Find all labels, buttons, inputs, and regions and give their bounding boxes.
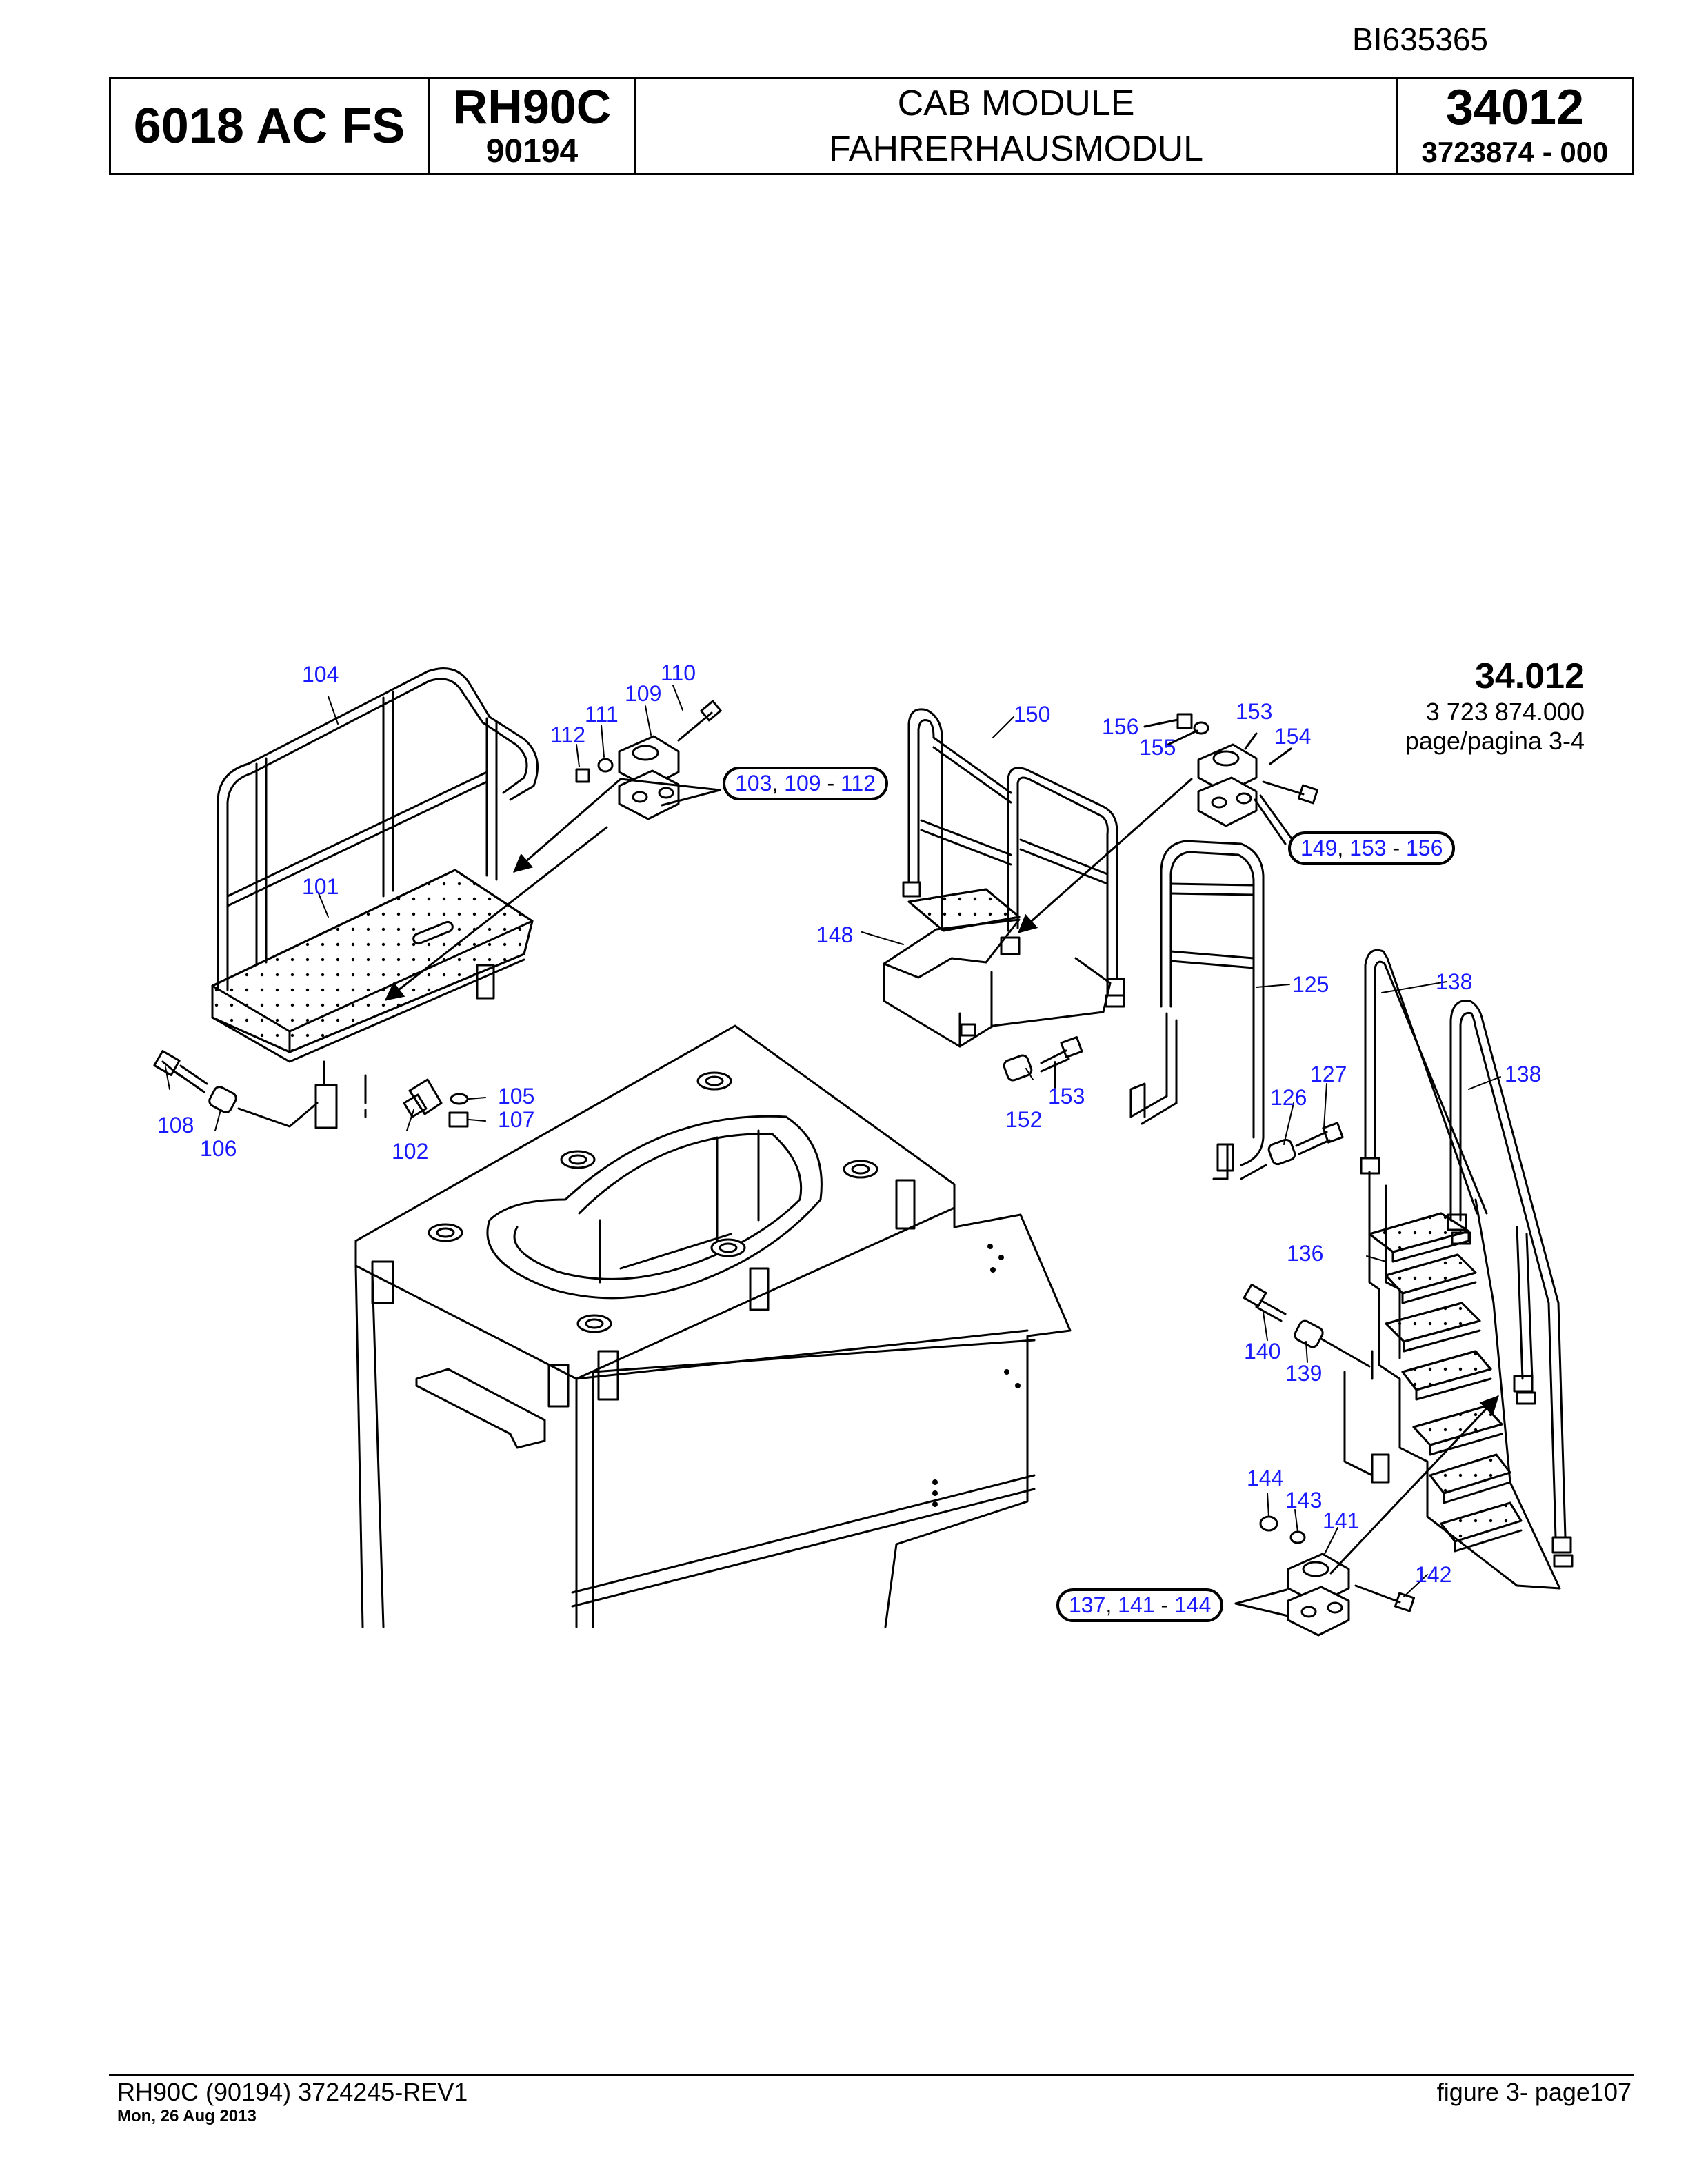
figure-group: 34.012 <box>1474 656 1585 696</box>
figure-number: 3 723 874.000 <box>1425 698 1585 726</box>
clamp-149 <box>1176 713 1319 827</box>
cab-module-body <box>354 1024 1072 1628</box>
callout-109[interactable]: 109 <box>625 681 662 706</box>
group-start: 103 <box>735 771 772 796</box>
clamp-137 <box>1287 1553 1416 1637</box>
figure-page: page/pagina 3-4 <box>1405 727 1585 755</box>
group-start: 149 <box>1300 836 1338 860</box>
footer-rule <box>109 2074 1634 2076</box>
callout-138-left[interactable]: 138 <box>1436 969 1473 994</box>
group-end: 112 <box>841 771 876 796</box>
footer-page: figure 3- page107 <box>1436 2078 1631 2106</box>
platform-101 <box>211 869 534 1129</box>
callout-139[interactable]: 139 <box>1285 1361 1323 1386</box>
callout-153-clamp[interactable]: 153 <box>1236 699 1273 724</box>
callout-111[interactable]: 111 <box>585 702 619 727</box>
title-block: 6018 AC FS RH90C 90194 CAB MODULE FAHRER… <box>109 77 1634 175</box>
callout-group-137-144[interactable]: 137, 141 - 144 <box>1056 1588 1224 1622</box>
callout-107[interactable]: 107 <box>498 1107 535 1132</box>
group-mid: 141 <box>1118 1593 1155 1617</box>
callout-110[interactable]: 110 <box>661 660 696 685</box>
callout-140[interactable]: 140 <box>1244 1339 1281 1364</box>
callout-154[interactable]: 154 <box>1274 724 1312 749</box>
callout-106[interactable]: 106 <box>200 1136 237 1161</box>
callout-148[interactable]: 148 <box>816 922 854 947</box>
callout-142[interactable]: 142 <box>1415 1562 1452 1587</box>
callout-104[interactable]: 104 <box>302 662 339 687</box>
callout-127[interactable]: 127 <box>1310 1062 1347 1086</box>
footer-document: RH90C (90194) 3724245-REV1 <box>117 2078 468 2106</box>
group-mid: 153 <box>1349 836 1387 860</box>
ladder-hardware <box>1240 1122 1344 1180</box>
group-start: 137 <box>1069 1593 1106 1617</box>
title-english: CAB MODULE <box>897 83 1135 123</box>
callout-141[interactable]: 141 <box>1323 1508 1360 1533</box>
callout-138-right[interactable]: 138 <box>1505 1062 1542 1086</box>
machine-number: 90194 <box>485 133 579 170</box>
callout-102[interactable]: 102 <box>392 1139 429 1164</box>
leader-lines <box>165 685 1501 1597</box>
group-end: 144 <box>1174 1593 1212 1617</box>
callout-144[interactable]: 144 <box>1247 1466 1284 1490</box>
stairs-136 <box>1343 1171 1561 1590</box>
figure-reference: 34.012 3 723 874.000 page/pagina 3-4 <box>1405 655 1585 756</box>
callout-125[interactable]: 125 <box>1292 972 1329 997</box>
callout-105[interactable]: 105 <box>498 1084 535 1109</box>
callout-156[interactable]: 156 <box>1102 714 1139 739</box>
group-number: 34012 <box>1445 80 1585 135</box>
railing-138 <box>1360 949 1574 1568</box>
ladder-125 <box>1129 840 1265 1180</box>
callout-126[interactable]: 126 <box>1270 1085 1307 1110</box>
title-cell: CAB MODULE FAHRERHAUSMODUL <box>636 79 1398 173</box>
group-mid: 109 <box>784 771 821 796</box>
group-block: 34012 3723874 - 000 <box>1398 79 1632 173</box>
machine-name: RH90C <box>452 80 612 134</box>
step-148 <box>883 888 1112 1048</box>
callout-155[interactable]: 155 <box>1139 735 1176 760</box>
step-hardware <box>1003 1036 1083 1082</box>
title-german: FAHRERHAUSMODUL <box>828 129 1204 169</box>
callout-101[interactable]: 101 <box>302 874 339 899</box>
callout-group-103-112[interactable]: 103, 109 - 112 <box>723 767 889 800</box>
callout-108[interactable]: 108 <box>157 1113 194 1138</box>
part-number: 3723874 - 000 <box>1421 136 1609 168</box>
footer-date: Mon, 26 Aug 2013 <box>117 2107 257 2125</box>
model-code: 6018 AC FS <box>111 79 430 173</box>
callout-152[interactable]: 152 <box>1005 1107 1043 1132</box>
callout-143[interactable]: 143 <box>1285 1488 1323 1513</box>
railing-104 <box>217 667 539 991</box>
document-id: BI635365 <box>1352 21 1488 57</box>
callout-150[interactable]: 150 <box>1014 702 1051 727</box>
callout-group-149-156[interactable]: 149, 153 - 156 <box>1288 831 1456 865</box>
platform-hardware <box>153 1050 469 1128</box>
group-end: 156 <box>1406 836 1443 860</box>
callout-136[interactable]: 136 <box>1287 1241 1324 1266</box>
callout-153-bolt[interactable]: 153 <box>1048 1084 1085 1109</box>
callout-112[interactable]: 112 <box>550 722 586 747</box>
railing-150 <box>902 708 1125 1008</box>
machine-block: RH90C 90194 <box>430 79 636 173</box>
